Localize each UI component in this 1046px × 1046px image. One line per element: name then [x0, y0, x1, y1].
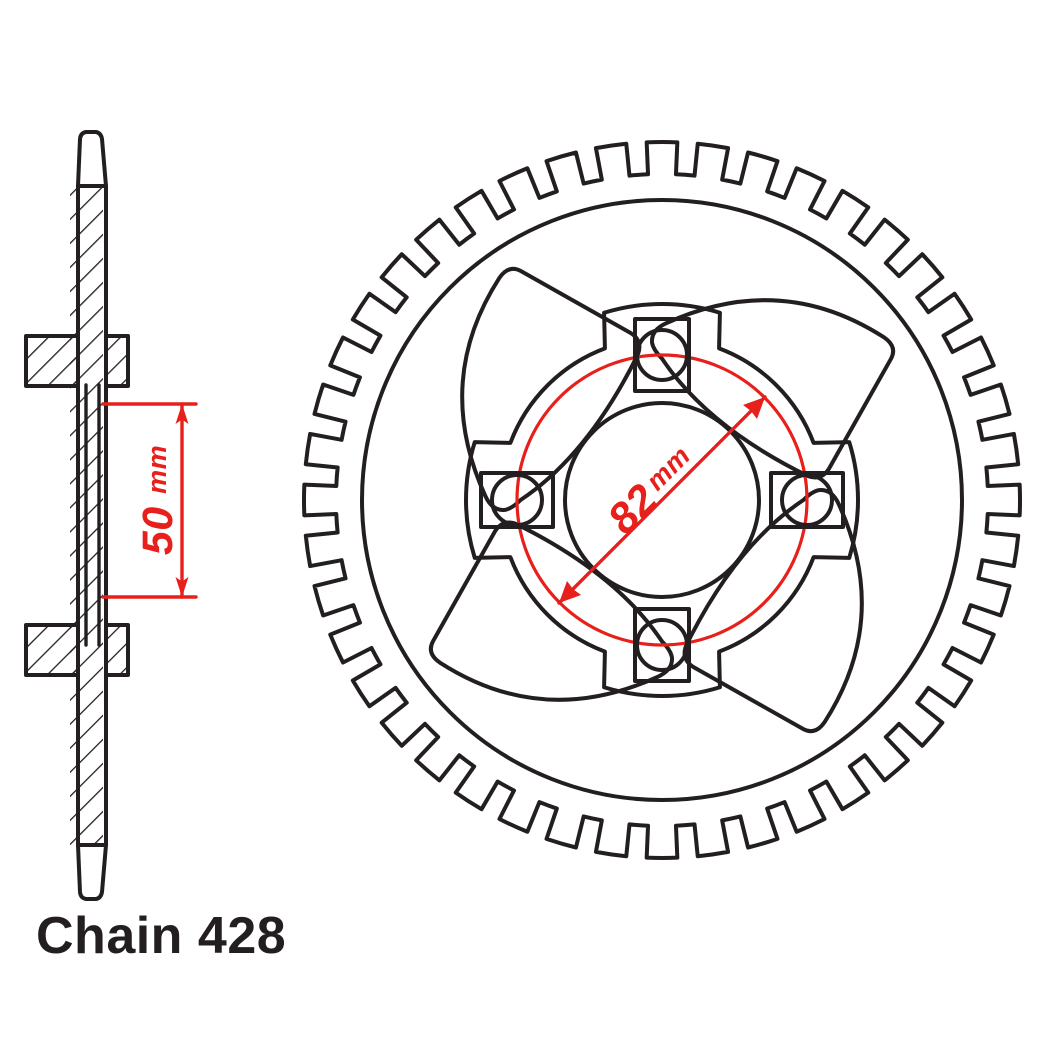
bolt-hole-bore [635, 618, 689, 672]
side-bolt-boss-lower [24, 623, 130, 677]
dimension-50mm-label: 50 mm [134, 445, 182, 555]
hub-outline [464, 302, 860, 698]
bolt-circle-pcd [515, 353, 809, 647]
spoke-window-group [428, 266, 896, 734]
side-web-thin-wall [84, 383, 101, 647]
bolt-hole-group [479, 317, 845, 683]
side-section-view: 50 mm [24, 130, 198, 901]
sprocket-tooth-ring [302, 140, 1022, 860]
dimension-82mm: 82 mm [557, 395, 767, 605]
spoke-window [650, 298, 896, 480]
dimension-50mm-unit: mm [142, 445, 172, 494]
bolt-hole-bore [780, 473, 834, 527]
center-bore-circle [563, 401, 761, 599]
bolt-hole [769, 471, 845, 529]
sprocket-rim-circle [360, 198, 964, 802]
spoke-window [460, 266, 642, 512]
dimension-50mm-arrow-top [175, 404, 189, 424]
dimension-82mm-arrow-upper [743, 397, 765, 419]
dimension-50mm: 50 mm [101, 402, 198, 599]
spoke-window [428, 520, 674, 702]
dimension-50mm-value: 50 [134, 506, 182, 555]
bolt-hole-bore [490, 473, 544, 527]
chain-caption: Chain 428 [36, 907, 286, 965]
side-bolt-boss-upper [24, 334, 130, 388]
bolt-hole-bore [635, 328, 689, 382]
dimension-82mm-unit: mm [640, 440, 696, 496]
dimension-82mm-label: 82 mm [599, 437, 706, 544]
bolt-hole [479, 471, 555, 529]
bolt-hole [633, 317, 691, 393]
spoke-window [682, 488, 864, 734]
dimension-50mm-arrow-bottom [175, 577, 189, 597]
front-face-view: 82 mm [302, 140, 1022, 860]
dimension-82mm-arrow-lower [559, 581, 581, 603]
side-tooth-tip-bottom [76, 843, 108, 901]
dimension-82mm-line [557, 395, 767, 605]
bolt-hole [633, 607, 691, 683]
side-tooth-tip-top [76, 130, 108, 188]
